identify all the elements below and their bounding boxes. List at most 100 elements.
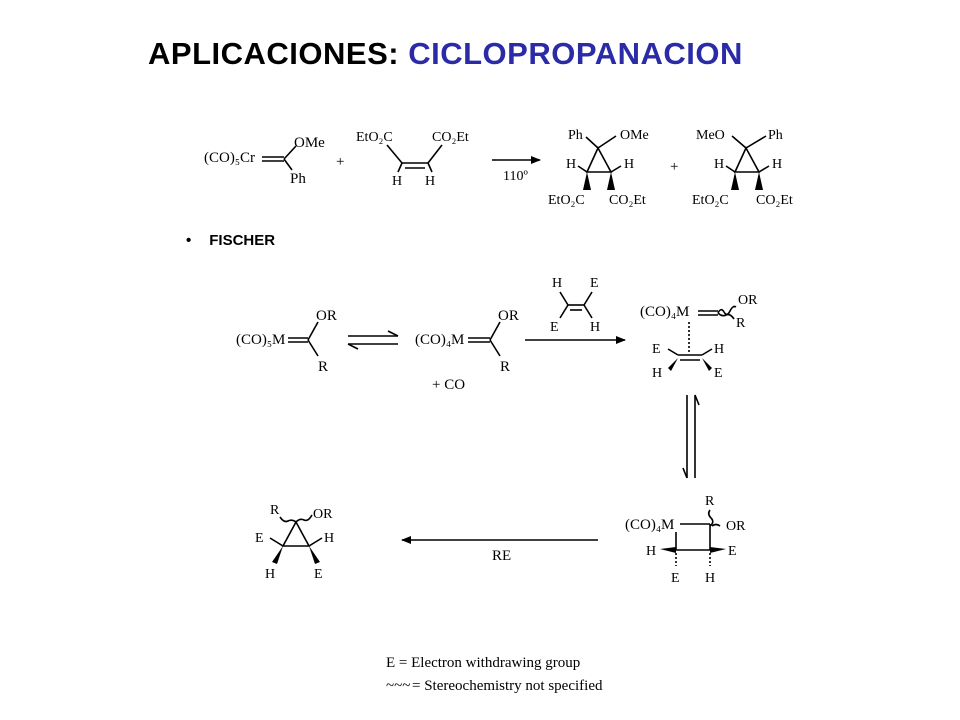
reactant2-tr: CO₂Et: [432, 130, 469, 145]
wedge-s5-h2: [272, 546, 283, 564]
reactant1-ome: OMe: [294, 135, 325, 151]
s3-r1: H: [714, 342, 724, 357]
bond-s2-or: [489, 321, 501, 341]
s2-r: R: [500, 359, 510, 375]
bond-alk-3: [559, 304, 569, 319]
top-reaction: (CO)₅Cr OMe Ph + EtO₂C CO₂Et H H 110º: [204, 128, 793, 208]
bond-p2-h1: [725, 165, 736, 173]
reactant2-bl: H: [392, 174, 402, 189]
product1-ml: H: [566, 157, 576, 172]
bond-c-ph: [283, 158, 293, 171]
s4-metal: (CO)₄M: [625, 517, 674, 533]
product2-ml: H: [714, 157, 724, 172]
page-title: APLICACIONES: CICLOPROPANACION: [148, 36, 743, 72]
title-part-cyclopropanation: CICLOPROPANACION: [408, 36, 743, 71]
bond-ester-c1: [386, 144, 403, 164]
bond-alk-4: [583, 304, 593, 319]
product-cyclopropane-2: MeO Ph H H EtO₂C CO₂Et: [692, 128, 793, 208]
s3-r: R: [736, 316, 746, 331]
reactant1-metal: (CO)₅Cr: [204, 150, 255, 166]
s5-e1: E: [255, 531, 264, 546]
s4-l: H: [646, 544, 656, 559]
wedge-s5-e2: [309, 546, 320, 564]
alkene-tr: E: [590, 276, 599, 291]
wedge-s3-h2: [668, 358, 678, 371]
product2-br: CO₂Et: [756, 193, 793, 208]
bullet-label: FISCHER: [209, 232, 276, 249]
species-3-alkene-complex: (CO)₄M OR R E H H E: [640, 293, 758, 381]
s3-or: OR: [738, 293, 758, 308]
s3-r2: E: [714, 366, 723, 381]
wedge-s4-h: [660, 547, 676, 553]
wavy-bond-s5-r: [279, 516, 297, 523]
bullet-fischer: •FISCHER: [186, 232, 275, 249]
bond-c-ome: [283, 145, 297, 160]
wedge-p1-left: [583, 172, 591, 190]
s2-or: OR: [498, 308, 519, 324]
s4-bl: E: [671, 571, 680, 586]
bond-s3-e1: [667, 348, 679, 356]
bond-p2-ph: [745, 135, 767, 149]
alkene-tl: H: [552, 276, 562, 291]
species-5-cyclopropane: R OR E H H E: [255, 503, 334, 582]
product1-mr: H: [624, 157, 634, 172]
bond-p1-ph: [585, 136, 599, 149]
wavy-bond-s4-or: [711, 523, 721, 527]
wedge-p2-left: [731, 172, 739, 190]
bond-p1-h2: [610, 165, 622, 173]
bond-alk-2: [583, 291, 593, 306]
plus-sign-2: +: [670, 159, 678, 175]
bond-s3-h1: [701, 348, 713, 356]
legend: E = Electron withdrawing group ~~~ = Ste…: [386, 655, 603, 694]
bond-c2-h: [427, 162, 433, 173]
bond-s2-r: [489, 339, 501, 357]
s4-top: R: [705, 494, 715, 509]
alkene-reagent: H E E H: [550, 276, 600, 335]
s5-e2: E: [314, 567, 323, 582]
bond-p1-h1: [577, 165, 588, 173]
legend-line-2: = Stereochemistry not specified: [412, 678, 603, 694]
s2-metal: (CO)₄M: [415, 332, 464, 348]
equilibrium-up-head: [694, 394, 700, 406]
plus-sign-1: +: [336, 154, 344, 170]
s4-r: E: [728, 544, 737, 559]
species-1-carbene: (CO)₅M OR R: [236, 308, 337, 375]
bond-p1-ome: [597, 135, 617, 149]
s4-or: OR: [726, 519, 746, 534]
s3-l2: H: [652, 366, 662, 381]
wedge-p2-right: [755, 172, 763, 190]
bond-p2-meo: [731, 135, 747, 149]
reactant1-ph: Ph: [290, 171, 306, 187]
species-2-unsaturated: (CO)₄M OR R + CO: [415, 308, 519, 393]
mechanism: (CO)₅M OR R (CO)₄M OR R + CO H E: [236, 276, 758, 586]
s5-h1: H: [324, 531, 334, 546]
cyclopropane-ring-2: [733, 146, 761, 173]
wavy-bond-s5-or: [295, 514, 313, 523]
product2-tr: Ph: [768, 128, 783, 143]
bond-p2-h2: [758, 165, 770, 173]
product-cyclopropane-1: Ph OMe H H EtO₂C CO₂Et: [548, 128, 649, 208]
product1-tr: OMe: [620, 128, 649, 143]
product1-tl: Ph: [568, 128, 583, 143]
wavy-bond-s4-r: [707, 509, 714, 527]
s1-or: OR: [316, 308, 337, 324]
reactant-alkene-diester: EtO₂C CO₂Et H H: [356, 130, 469, 189]
species-4-metallacyclobutane: R (CO)₄M OR H E E H: [625, 494, 746, 586]
s5-or: OR: [313, 507, 333, 522]
wedge-p1-right: [607, 172, 615, 190]
product2-tl: MeO: [696, 128, 725, 143]
equilibrium-backward-head: [347, 343, 359, 350]
product1-br: CO₂Et: [609, 193, 646, 208]
reactant-chromium-carbene: (CO)₅Cr OMe Ph: [204, 135, 325, 187]
s4-br: H: [705, 571, 715, 586]
legend-line-1: E = Electron withdrawing group: [386, 655, 580, 671]
bond-c2-ester: [427, 144, 443, 164]
reaction-condition: 110º: [503, 169, 528, 184]
bond-s5-h1: [308, 537, 323, 547]
s3-l1: E: [652, 342, 661, 357]
bond-s5-e1: [269, 537, 284, 547]
cyclopropane-ring-1: [585, 146, 613, 173]
bond-c1-h: [397, 162, 403, 173]
reactant2-br: H: [425, 174, 435, 189]
